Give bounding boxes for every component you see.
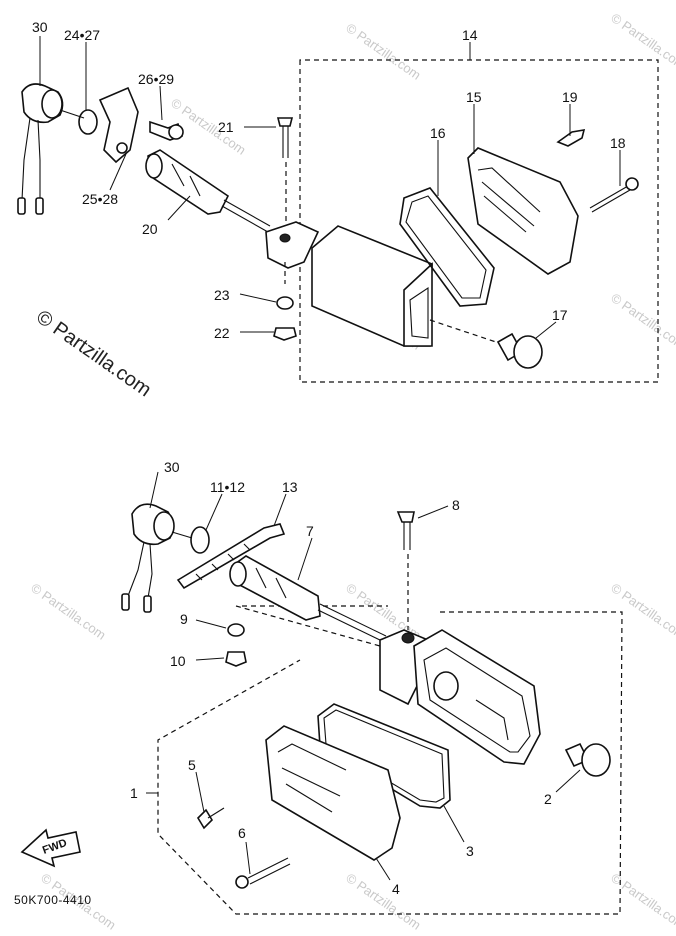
gasket-part	[399, 187, 495, 307]
leader-line	[555, 769, 581, 793]
callout-20: 20	[142, 221, 158, 237]
watermark-main: © Partzilla.com	[32, 306, 155, 401]
lens-part	[265, 725, 401, 861]
bulb-part	[564, 742, 611, 777]
screw-part	[196, 807, 225, 830]
grommet-part	[17, 83, 64, 215]
callout-21: 21	[218, 119, 234, 135]
screw-part	[556, 129, 586, 147]
screw-part	[276, 117, 294, 226]
callout-18: 18	[610, 135, 626, 151]
leader-line	[239, 293, 277, 303]
callout-2: 2	[544, 791, 552, 807]
bulb-part	[429, 319, 543, 369]
lens-part	[467, 147, 579, 275]
diagram-code: 50K700-4410	[14, 893, 92, 907]
callout-11-12: 11•12	[210, 479, 245, 495]
callout-9: 9	[180, 611, 188, 627]
leader-line	[195, 619, 227, 629]
watermark-text: © Partzilla.com	[608, 870, 676, 933]
housing-part	[265, 221, 433, 347]
long-screw-part	[589, 177, 639, 213]
top-assembly: 30 24•27 26•29 25•28 20 21 14 15 16 19 1…	[17, 19, 659, 383]
leader-line	[273, 493, 287, 527]
leader-line	[195, 657, 225, 661]
bracket-part	[59, 86, 184, 164]
watermark-text: © Partzilla.com	[343, 20, 423, 83]
leader-line	[171, 531, 193, 539]
callout-10: 10	[170, 653, 186, 669]
callout-5: 5	[188, 757, 196, 773]
callout-23: 23	[214, 287, 230, 303]
leader-line	[375, 857, 391, 881]
housing-part	[379, 629, 541, 765]
washer-part	[227, 623, 245, 637]
leader-line	[167, 195, 191, 221]
leader-line	[159, 85, 163, 121]
watermark-text: © Partzilla.com	[608, 580, 676, 643]
callout-30: 30	[164, 459, 180, 475]
washer-part	[276, 296, 294, 310]
cable-tie-part	[176, 523, 286, 590]
leader-line	[205, 493, 223, 531]
leader-line	[235, 605, 381, 647]
callout-14: 14	[462, 27, 478, 43]
watermark-text: © Partzilla.com	[608, 290, 676, 353]
leader-line	[195, 771, 205, 813]
screw-part	[396, 511, 415, 630]
long-screw-part	[235, 857, 291, 889]
callout-13: 13	[282, 479, 298, 495]
callout-30: 30	[32, 19, 48, 35]
leader-line	[417, 505, 449, 519]
leader-line	[109, 153, 127, 191]
callout-8: 8	[452, 497, 460, 513]
callout-15: 15	[466, 89, 482, 105]
watermark-text: © Partzilla.com	[28, 580, 108, 643]
callout-26-29: 26•29	[138, 71, 174, 87]
watermark-text: © Partzilla.com	[343, 870, 423, 933]
callout-6: 6	[238, 825, 246, 841]
leader-line	[535, 321, 557, 339]
leader-line	[245, 841, 251, 875]
stem-part	[229, 555, 387, 643]
callout-7: 7	[306, 523, 314, 539]
callout-16: 16	[430, 125, 446, 141]
nut-part	[225, 651, 247, 667]
callout-17: 17	[552, 307, 568, 323]
lens-assembly-boundary	[299, 59, 659, 383]
washer-part	[190, 526, 210, 554]
leader-line	[149, 471, 159, 509]
callout-4: 4	[392, 881, 400, 897]
bottom-assembly: FWD 30 11•12 13 7 8 9 10 1 2 5 6 3 4	[20, 459, 623, 915]
forward-arrow-icon: FWD	[20, 828, 81, 868]
watermark-text: © Partzilla.com	[608, 10, 676, 73]
leader-line	[443, 805, 465, 843]
callout-22: 22	[214, 325, 230, 341]
callout-3: 3	[466, 843, 474, 859]
callout-1: 1	[130, 785, 138, 801]
callout-24-27: 24•27	[64, 27, 100, 43]
leader-line	[297, 537, 313, 581]
stem-part	[145, 149, 271, 233]
grommet-part	[121, 503, 175, 613]
callout-25-28: 25•28	[82, 191, 118, 207]
callout-19: 19	[562, 89, 578, 105]
nut-part	[273, 327, 297, 341]
